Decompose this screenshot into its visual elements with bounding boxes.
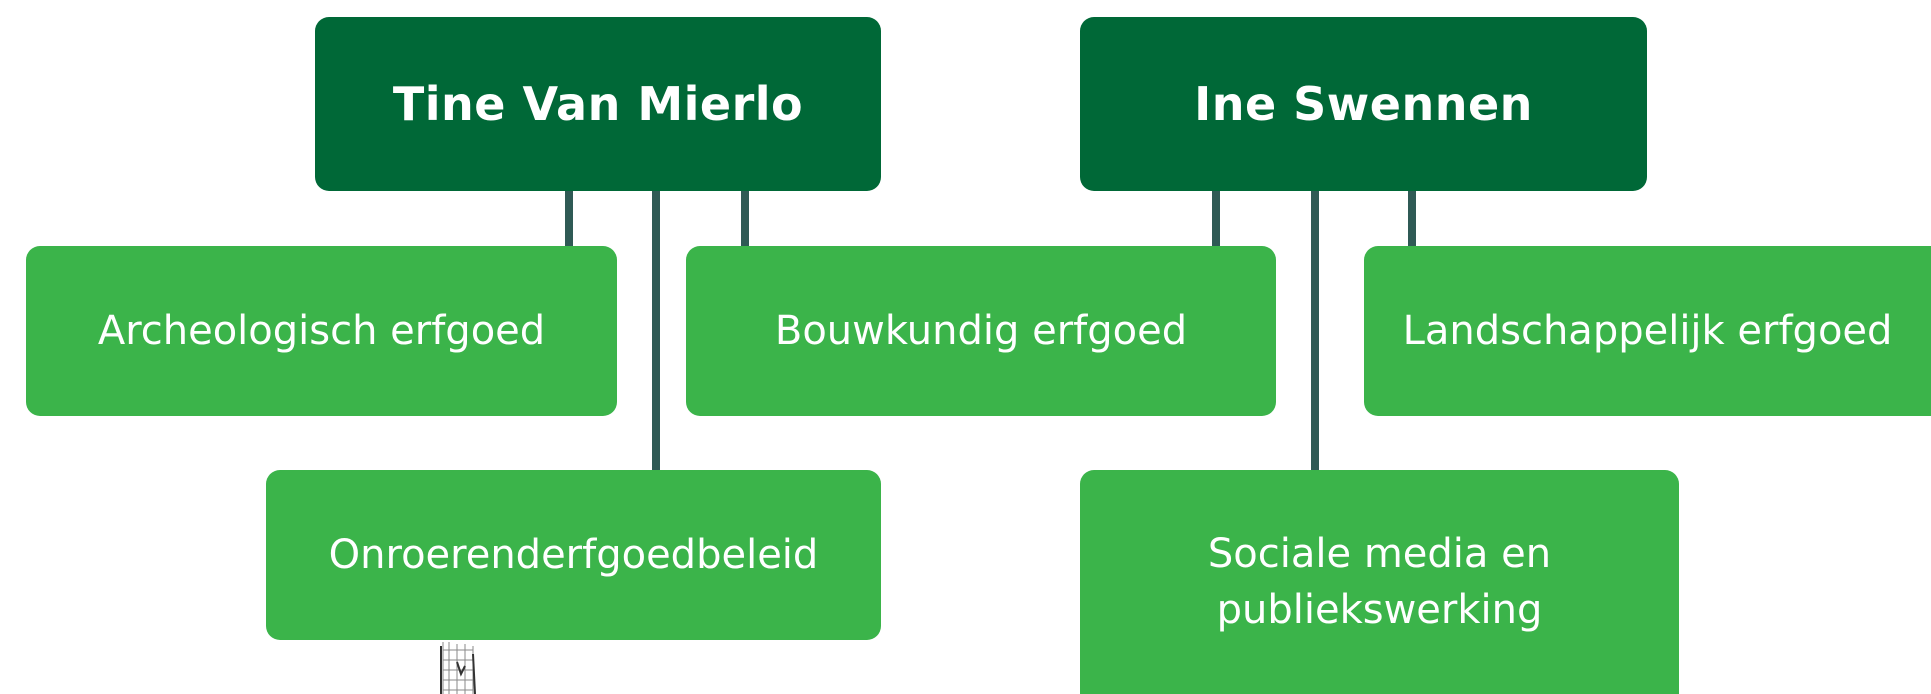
unit-label-onroerenderfgoedbeleid: Onroerenderfgoedbeleid xyxy=(328,532,819,578)
head-box-tine-van-mierlo: Tine Van Mierlo xyxy=(315,17,881,191)
connector-tine-bouwkundig xyxy=(741,190,749,246)
unit-box-onroerenderfgoedbeleid: Onroerenderfgoedbeleid xyxy=(266,470,881,640)
unit-label-sociale-media-line2: publiekswerking xyxy=(1216,587,1543,633)
unit-box-sociale-media-en-publiekswerking: Sociale media en publiekswerking xyxy=(1080,470,1679,694)
connector-tine-archeologisch xyxy=(565,190,573,246)
connector-ine-bouwkundig xyxy=(1212,190,1220,246)
head-box-ine-swennen: Ine Swennen xyxy=(1080,17,1647,191)
unit-label-archeologisch-erfgoed: Archeologisch erfgoed xyxy=(97,308,546,354)
connector-tine-beleid xyxy=(652,190,660,470)
unit-label-sociale-media-line1: Sociale media en xyxy=(1207,531,1552,577)
unit-box-archeologisch-erfgoed: Archeologisch erfgoed xyxy=(26,246,617,416)
unit-box-bouwkundig-erfgoed: Bouwkundig erfgoed xyxy=(686,246,1276,416)
unit-label-bouwkundig-erfgoed: Bouwkundig erfgoed xyxy=(774,308,1188,354)
connector-ine-landschappelijk xyxy=(1408,190,1416,246)
head-label-ine-swennen: Ine Swennen xyxy=(1194,77,1533,131)
sketch-fragment-image xyxy=(439,640,485,694)
unit-box-landschappelijk-erfgoed: Landschappelijk erfgoed xyxy=(1364,246,1931,416)
head-label-tine-van-mierlo: Tine Van Mierlo xyxy=(392,77,804,131)
connector-ine-sociale-media xyxy=(1311,190,1319,470)
unit-label-landschappelijk-erfgoed: Landschappelijk erfgoed xyxy=(1402,308,1893,354)
